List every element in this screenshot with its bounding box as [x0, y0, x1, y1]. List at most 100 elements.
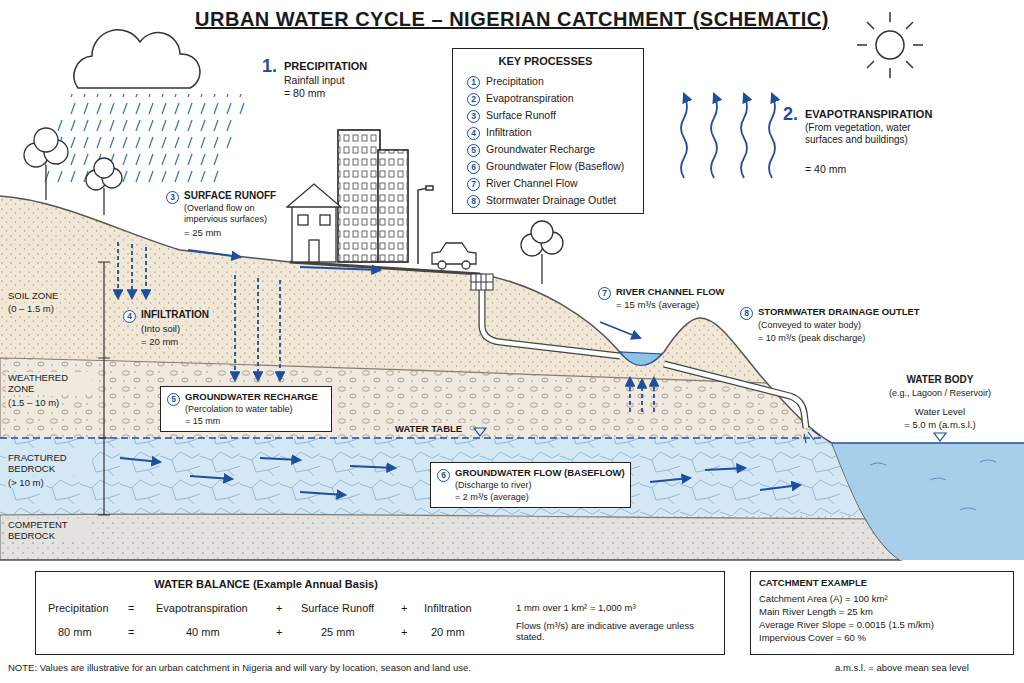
ground-layers: [0, 358, 1024, 560]
trees: [531, 221, 553, 243]
callout-number: 8: [467, 195, 480, 208]
sun: [867, 22, 874, 29]
flow-arrows: [120, 458, 160, 462]
flow-arrows: [118, 242, 800, 495]
annotation-label: (Conveyed to water body): [756, 320, 863, 331]
box-text: +: [276, 626, 282, 639]
rain: [35, 94, 250, 185]
car: [432, 243, 476, 269]
evaporation-arrows: [681, 94, 775, 178]
box-heading: WATER BALANCE (Example Annual Basis): [36, 578, 496, 591]
callout-number: 3: [467, 110, 480, 123]
drainage-pipe: [664, 364, 806, 428]
water-table-line: [0, 437, 1024, 439]
annotation-label: WEATHERED ZONE: [6, 372, 92, 395]
box-text: (Discharge to river): [455, 480, 532, 491]
annotation-label: SOIL ZONE: [6, 290, 60, 301]
water-body: [870, 460, 996, 510]
buildings: [298, 215, 308, 225]
info-box: 6GROUNDWATER FLOW (BASEFLOW)(Discharge t…: [430, 462, 631, 508]
flow-arrows: [300, 492, 345, 495]
sun: [876, 31, 904, 59]
box-text: Surface Runoff: [301, 602, 374, 615]
box-text: Infiltration: [486, 126, 532, 139]
annotation-label: (e.g., Lagoon / Reservoir): [870, 388, 1010, 399]
box-heading: KEY PROCESSES: [453, 55, 638, 68]
box-text: =: [128, 626, 134, 639]
drainage-pipe: [482, 290, 620, 356]
annotation-label: (1.5 – 10 m): [6, 397, 61, 408]
buildings: [338, 130, 380, 262]
box-heading: CATCHMENT EXAMPLE: [759, 577, 867, 588]
annotation-label: 2.: [783, 104, 798, 126]
box-text: 80 mm: [58, 626, 92, 639]
box-text: +: [401, 602, 407, 615]
box-text: Main River Length = 25 km: [759, 606, 873, 617]
info-box: CATCHMENT EXAMPLE Catchment Area (A) = 10…: [750, 571, 1014, 655]
box-text: Evapotranspiration: [156, 602, 248, 615]
sun: [857, 12, 923, 78]
flow-arrows: [257, 278, 259, 380]
ground-layers: [0, 358, 1024, 560]
box-text: Infiltration: [424, 602, 472, 615]
sun: [857, 44, 867, 46]
trees: [45, 165, 46, 200]
box-text: 40 mm: [186, 626, 220, 639]
info-box: WATER BALANCE (Example Annual Basis)Prec…: [35, 571, 725, 655]
street-lamp: [426, 186, 433, 190]
diagram-title: URBAN WATER CYCLE – NIGERIAN CATCHMENT (…: [0, 8, 1024, 31]
evaporation-arrows: [741, 94, 747, 178]
annotation-label: WATER TABLE: [393, 423, 464, 434]
water-body: [934, 433, 946, 441]
flow-arrows: [760, 485, 800, 490]
info-box: 5GROUNDWATER RECHARGE(Percolation to wat…: [160, 386, 332, 432]
car: [462, 261, 470, 269]
annotation-label: INFILTRATION: [139, 309, 211, 321]
flow-arrows: [629, 378, 631, 412]
callout-number: 4: [123, 310, 136, 323]
buildings: [378, 150, 408, 262]
box-text: Catchment Area (A) = 100 km²: [759, 593, 888, 604]
box-text: Flows (m³/s) are indicative average unle…: [516, 620, 716, 643]
key-box: KEY PROCESSES1Precipitation2Evapotranspi…: [452, 48, 644, 214]
box-text: +: [401, 626, 407, 639]
annotation-label: (> 10 m): [6, 477, 46, 488]
annotation-label: (Into soil): [139, 323, 182, 334]
box-text: Evapotranspiration: [486, 92, 574, 105]
callout-number: 7: [598, 287, 611, 300]
ground-outline: [0, 196, 900, 560]
box-text: GROUNDWATER FLOW (BASEFLOW): [455, 467, 625, 478]
annotation-label: PRECIPITATION: [284, 60, 367, 73]
evaporation-arrows: [769, 94, 775, 178]
flow-arrows: [145, 247, 147, 298]
box-text: 1 mm over 1 km² = 1,000 m³: [516, 602, 716, 613]
buildings: [378, 150, 408, 262]
box-text: =: [128, 602, 134, 615]
flow-arrows: [650, 478, 690, 482]
sun: [906, 22, 913, 29]
box-text: 20 mm: [431, 626, 465, 639]
annotation-label: = 20 mm: [139, 336, 180, 347]
annotation-label: SURFACE RUNOFF: [182, 190, 278, 202]
flow-arrows: [641, 380, 643, 412]
box-text: Groundwater Flow (Baseflow): [486, 160, 624, 173]
annotation-label: FRACTURED BEDROCK: [6, 452, 92, 475]
box-text: +: [276, 602, 282, 615]
drainage-pipe: [664, 364, 806, 428]
flow-arrows: [188, 250, 240, 257]
car: [438, 261, 446, 269]
callout-number: 5: [167, 393, 180, 406]
box-text: Precipitation: [486, 75, 544, 88]
sun: [889, 12, 891, 22]
buildings: [309, 240, 319, 262]
annotation-label: (From vegetation, water surfaces and bui…: [805, 122, 917, 146]
box-text: Impervious Cover = 60 %: [759, 632, 866, 643]
river-water: [620, 352, 662, 366]
annotation-label: 1.: [262, 56, 277, 78]
flow-arrows: [260, 458, 300, 460]
car: [432, 243, 476, 264]
annotation-label: (Overland flow on impervious surfaces): [182, 203, 286, 225]
trees: [103, 188, 104, 215]
box-text: River Channel Flow: [486, 177, 578, 190]
